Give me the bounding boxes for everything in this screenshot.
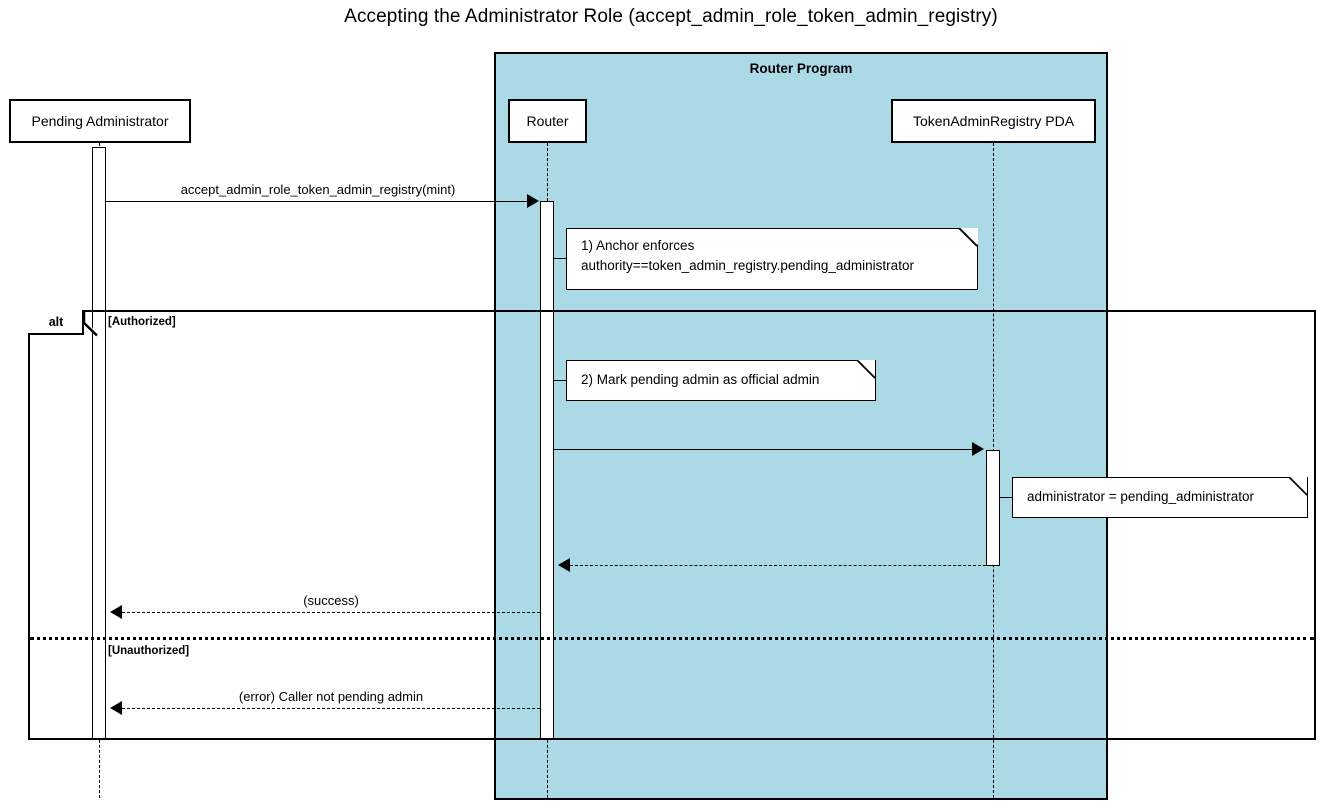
note-stub-2 [554, 380, 568, 381]
note-corner-fold-icon [959, 228, 978, 247]
page-title: Accepting the Administrator Role (accept… [344, 6, 998, 27]
message-line-accept-admin-role [106, 201, 530, 202]
participant-label: Pending Administrator [31, 113, 169, 129]
message-line-error [122, 708, 540, 709]
note-corner-fold-icon [1289, 477, 1308, 496]
message-label-error: (error) Caller not pending admin [238, 689, 424, 704]
message-arrowhead-router-to-pda [972, 442, 984, 456]
participant-label: Router [526, 113, 569, 129]
note-stub-3 [1000, 497, 1014, 498]
message-label-accept-admin-role: accept_admin_role_token_admin_registry(m… [180, 182, 456, 197]
note-stub-1 [554, 258, 568, 259]
fragment-alt-divider [30, 637, 1314, 640]
fragment-operator-label: alt [48, 315, 64, 329]
note-anchor-enforces: 1) Anchor enforces authority==token_admi… [566, 228, 978, 290]
group-title: Router Program [749, 61, 853, 76]
guard-unauthorized: [Unauthorized] [108, 645, 190, 657]
message-arrowhead-error [110, 701, 122, 715]
participant-token-admin-registry-pda[interactable]: TokenAdminRegistry PDA [891, 99, 1096, 143]
message-arrowhead-accept-admin-role [527, 194, 539, 208]
note-line-1: 1) Anchor enforces [581, 238, 695, 253]
note-corner-fold-icon [857, 360, 876, 379]
message-line-success [122, 612, 540, 613]
participant-label: TokenAdminRegistry PDA [912, 113, 1075, 129]
note-line-2: authority==token_admin_registry.pending_… [581, 257, 914, 273]
note-line-1: administrator = pending_administrator [1027, 489, 1254, 504]
message-line-router-to-pda [554, 449, 975, 450]
guard-authorized: [Authorized] [108, 316, 176, 328]
group-router-program: Router Program [494, 52, 1108, 800]
fragment-alt [28, 310, 1316, 740]
note-mark-pending-admin: 2) Mark pending admin as official admin [566, 360, 876, 401]
activation-token-admin-registry-pda [986, 450, 1000, 566]
note-line-1: 2) Mark pending admin as official admin [581, 372, 820, 387]
participant-pending-administrator[interactable]: Pending Administrator [9, 99, 191, 143]
message-line-pda-return [570, 565, 986, 566]
message-arrowhead-success [110, 605, 122, 619]
note-administrator-assignment: administrator = pending_administrator [1012, 477, 1308, 518]
message-label-success: (success) [303, 593, 359, 608]
fragment-tab-corner-icon [83, 310, 98, 337]
message-arrowhead-pda-return [558, 558, 570, 572]
participant-router[interactable]: Router [508, 99, 587, 143]
